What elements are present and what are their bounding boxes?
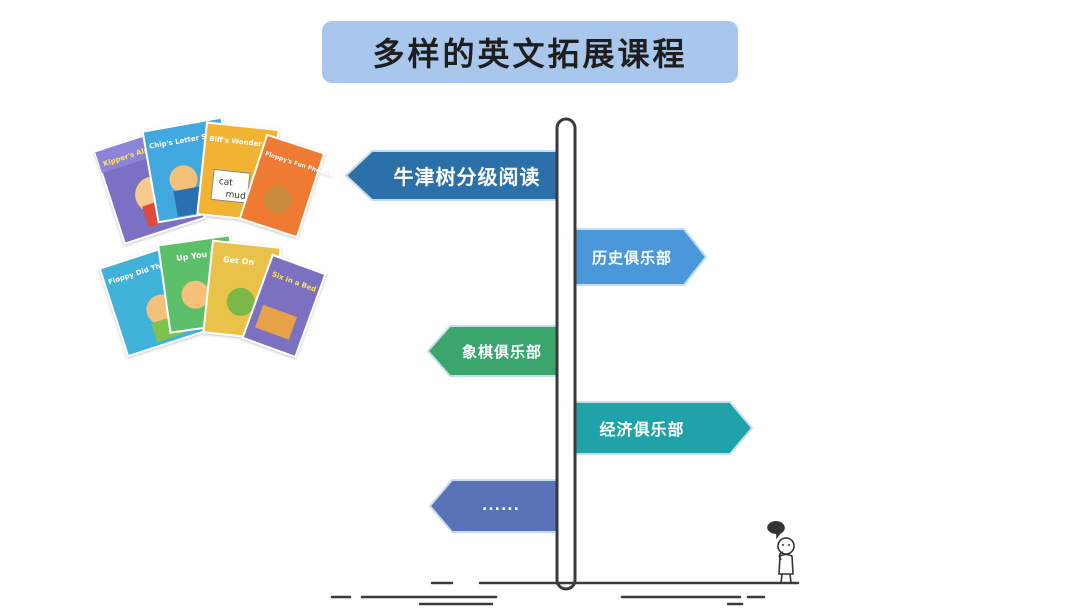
book-word-mud: mud [225, 190, 246, 202]
book-stack-bottom: Floppy Did This! Up You Go Get On Six in… [98, 234, 327, 359]
sign-history-label: 历史俱乐部 [591, 248, 672, 267]
book-biff: cat mud Biff's Wonder Words [196, 121, 289, 223]
book-six-in-a-bed: Six in a Bed [241, 253, 327, 359]
ground-lines [330, 581, 800, 606]
book-word-cat: cat [218, 177, 233, 188]
page-title: 多样的英文拓展课程 [322, 21, 738, 83]
sign-more[interactable] [428, 479, 561, 533]
book-get-on-title: Get On [223, 255, 255, 267]
signpost-pole [555, 117, 577, 591]
sign-oxford-label: 牛津树分级阅读 [393, 165, 541, 189]
sign-more-label: ...... [482, 498, 520, 514]
sign-economics-label: 经济俱乐部 [599, 420, 685, 439]
sign-oxford[interactable] [344, 150, 563, 201]
sign-chess[interactable] [426, 325, 563, 377]
thinking-person-icon [767, 521, 795, 584]
thought-bubble-icon [767, 521, 785, 540]
sign-chess-label: 象棋俱乐部 [461, 342, 542, 361]
book-stack-top: Kipper's Alphabet I Spy Chip's Letter So… [93, 116, 334, 245]
